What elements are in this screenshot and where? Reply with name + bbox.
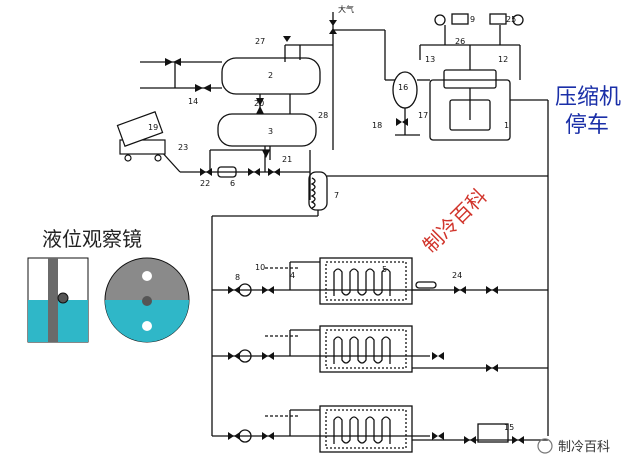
label-20: 20 (254, 99, 264, 108)
label-18: 18 (372, 121, 382, 130)
label-24: 24 (452, 271, 462, 280)
atmosphere-label: 大气 (338, 4, 354, 14)
watermark-corner: 制冷百科 (558, 440, 610, 455)
label-12: 12 (498, 55, 508, 64)
label-27: 27 (255, 37, 265, 46)
label-3: 3 (268, 127, 273, 136)
label-21: 21 (282, 155, 292, 164)
label-13: 13 (425, 55, 435, 64)
label-22: 22 (200, 179, 210, 188)
label-26: 26 (455, 37, 465, 46)
label-16: 16 (398, 83, 408, 92)
label-14: 14 (188, 97, 198, 106)
title-line-1: 压缩机 (555, 85, 621, 110)
label-8: 8 (235, 273, 240, 282)
sight-glass-title: 液位观察镜 (42, 227, 142, 251)
label-25: 25 (506, 15, 516, 24)
label-17: 17 (418, 111, 428, 120)
label-15: 15 (504, 423, 514, 432)
label-7: 7 (334, 191, 339, 200)
label-23: 23 (178, 143, 188, 152)
label-4: 4 (290, 271, 295, 280)
label-10: 10 (255, 263, 265, 272)
label-6: 6 (230, 179, 235, 188)
label-1: 1 (504, 121, 509, 130)
label-28: 28 (318, 111, 328, 120)
title-line-2: 停车 (565, 113, 609, 138)
watermark-center: 制冷百科 (418, 184, 492, 258)
label-19: 19 (148, 123, 158, 132)
label-5: 5 (382, 265, 387, 274)
label-2: 2 (268, 71, 273, 80)
watermark-corner-icon (537, 438, 553, 454)
label-9: 9 (470, 15, 475, 24)
tanker-truck-icon (116, 111, 166, 162)
sight-glass-illustration (27, 257, 190, 343)
